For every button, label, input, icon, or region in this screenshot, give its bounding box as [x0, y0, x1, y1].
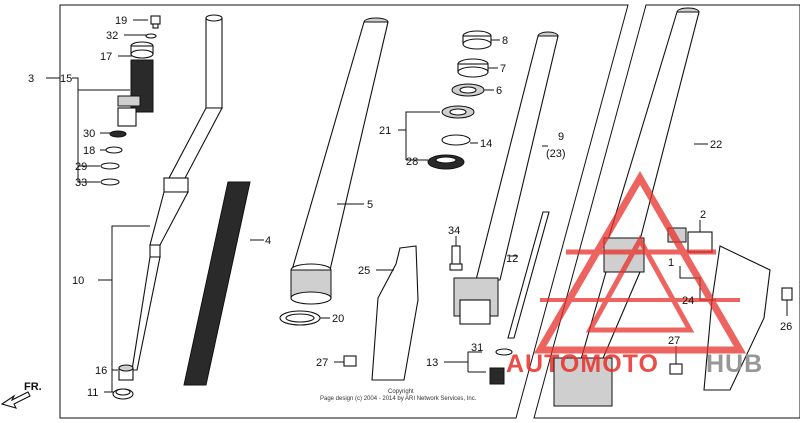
oil-seal-20	[279, 310, 330, 326]
direction-label: FR.	[24, 381, 42, 393]
center-rod-12	[507, 211, 550, 339]
label-21: 21	[379, 125, 391, 137]
label-25: 25	[358, 265, 370, 277]
spring-seat-17	[130, 41, 154, 59]
left-fork-panel-frame	[59, 4, 629, 419]
label-22: 22	[710, 139, 722, 151]
label-28: 28	[406, 156, 418, 168]
label-11: 11	[87, 387, 98, 399]
label-6: 6	[496, 85, 502, 97]
label-34: 34	[448, 225, 460, 237]
bolt-27a	[334, 355, 357, 367]
label-27b: 27	[668, 335, 680, 347]
bushing-11	[112, 388, 134, 400]
washer-29	[100, 162, 120, 170]
label-30: 30	[83, 128, 95, 140]
copyright-line1: Copyright	[388, 389, 414, 395]
assembly-15-bracket	[72, 77, 130, 91]
watermark-text-b: HUB	[706, 350, 763, 378]
label-32: 32	[106, 30, 118, 42]
rebound-spring	[117, 59, 154, 127]
label-24: 24	[682, 295, 694, 307]
label-18: 18	[83, 145, 95, 157]
label-9: 9	[558, 131, 564, 143]
label-16: 16	[95, 365, 107, 377]
oring-33	[100, 178, 120, 186]
bolt-19	[150, 15, 161, 29]
copyright-line2: Page design (c) 2004 - 2014 by ARI Netwo…	[320, 396, 477, 402]
label-20: 20	[332, 313, 344, 325]
label-5: 5	[367, 199, 373, 211]
label-10: 10	[72, 275, 84, 287]
bolt-26	[781, 287, 793, 316]
clip-18	[105, 146, 123, 154]
label-23: (23)	[546, 148, 566, 160]
label-26: 26	[780, 321, 792, 333]
washer-30	[109, 130, 127, 138]
label-31: 31	[471, 342, 483, 354]
label-7: 7	[500, 63, 506, 75]
label-19: 19	[115, 15, 127, 27]
bushing-8	[462, 30, 500, 50]
fork-spring-4	[183, 181, 264, 386]
back-up-ring-6	[451, 83, 494, 97]
outer-tube-5	[290, 17, 389, 305]
label-33: 33	[75, 177, 87, 189]
label-1: 1	[668, 257, 674, 269]
inner-tube-9	[453, 31, 559, 325]
label-29: 29	[75, 161, 87, 173]
o-ring-32	[145, 33, 157, 39]
label-4: 4	[265, 235, 271, 247]
axle-holder-13	[444, 348, 513, 385]
label-8: 8	[502, 35, 508, 47]
watermark-logo	[533, 171, 747, 354]
label-27a: 27	[316, 357, 328, 369]
label-15: 15	[60, 73, 72, 85]
right-fork-panel-frame	[533, 4, 800, 419]
fork-guard-25	[371, 245, 419, 381]
label-13: 13	[426, 357, 438, 369]
right-fork-assembly-22	[553, 7, 708, 407]
label-14: 14	[480, 138, 492, 150]
seal-set-21	[398, 105, 478, 170]
watermark-text-a: AUTOMOTO	[506, 350, 659, 378]
label-2: 2	[700, 209, 706, 221]
label-3: 3	[28, 73, 34, 85]
front-direction-arrow-icon	[0, 391, 31, 409]
seal-16	[118, 364, 134, 381]
label-12: 12	[506, 253, 518, 265]
bolt-34	[449, 236, 463, 271]
bushing-7	[457, 58, 498, 78]
label-17: 17	[100, 51, 112, 63]
fork-pipe-10	[131, 14, 223, 371]
